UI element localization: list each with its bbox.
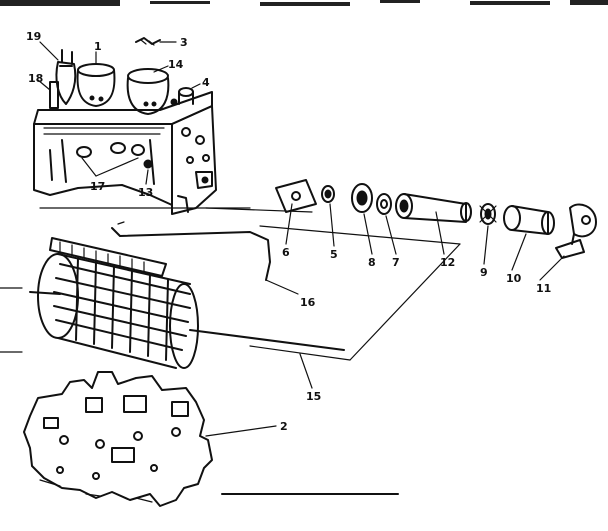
margin-marks (0, 287, 23, 353)
label-part-8: 8 (368, 256, 376, 269)
label-part-7: 7 (392, 256, 400, 269)
gear-on-tube (395, 193, 413, 219)
assembly-guide-lines (39, 207, 461, 361)
label-part-19: 19 (26, 30, 41, 43)
plate-6 (275, 179, 317, 213)
scan-noise (0, 0, 608, 6)
nut-5 (321, 185, 335, 203)
washer-8 (351, 183, 373, 213)
knob-cup-1 (76, 63, 116, 107)
label-part-10: 10 (506, 272, 522, 285)
knob-cup-14 (126, 68, 170, 115)
label-part-2: 2 (280, 420, 288, 433)
label-part-16: 16 (300, 296, 316, 309)
bushing-10 (503, 205, 555, 235)
label-part-11: 11 (536, 282, 551, 295)
label-part-14: 14 (168, 58, 184, 71)
label-part-5: 5 (330, 248, 338, 261)
rod-16 (111, 221, 271, 281)
leader-lines (37, 41, 565, 437)
gear-9 (479, 203, 497, 225)
rotor-drum (29, 237, 345, 369)
label-part-12: 12 (440, 256, 455, 269)
label-part-6: 6 (282, 246, 290, 259)
label-part-15: 15 (306, 390, 321, 403)
part-labels: 19 18 1 3 14 4 17 13 6 5 8 7 12 9 10 11 … (26, 30, 551, 433)
label-part-18: 18 (28, 72, 43, 85)
switch-housing (33, 91, 217, 215)
label-part-17: 17 (90, 180, 105, 193)
spring-pin-3 (135, 37, 161, 46)
plate-2 (23, 371, 213, 507)
label-part-13: 13 (138, 186, 153, 199)
post-18 (49, 81, 59, 109)
post-19 (55, 49, 77, 105)
label-part-4: 4 (202, 76, 210, 89)
washer-7 (376, 193, 392, 215)
label-part-9: 9 (480, 266, 488, 279)
tube-12 (403, 193, 472, 223)
label-part-3: 3 (180, 36, 188, 49)
cam-bracket-11 (555, 203, 597, 259)
stub-4 (170, 87, 194, 106)
label-part-1: 1 (94, 40, 102, 53)
